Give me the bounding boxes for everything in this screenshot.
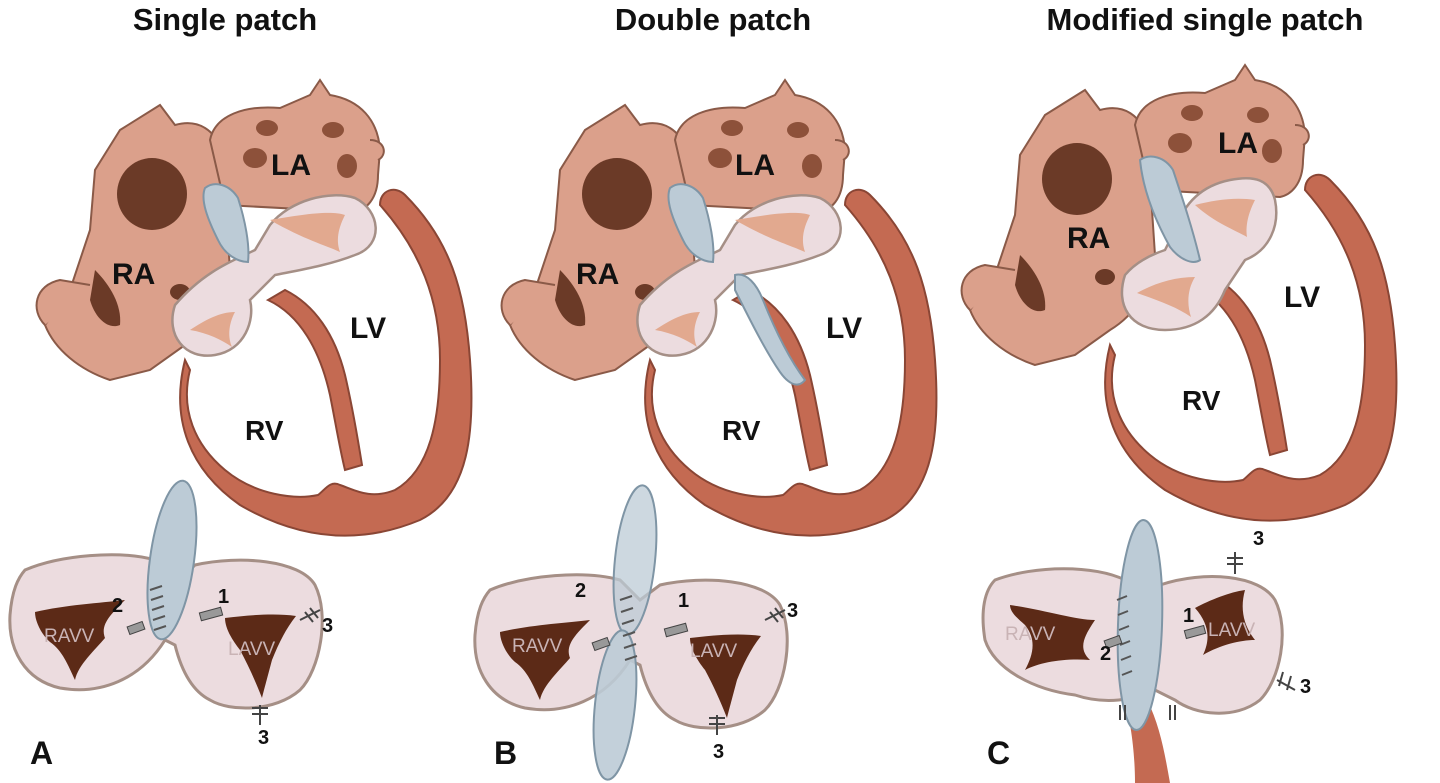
patch-ellipse — [146, 479, 198, 641]
ventricular-patch — [734, 273, 807, 386]
suture-3-right: 3 — [787, 600, 798, 622]
label-rv: RV — [1182, 385, 1221, 416]
panel-b-letter: B — [494, 735, 517, 771]
heart-c — [960, 64, 1398, 522]
label-ra: RA — [1067, 222, 1110, 255]
vsd-patch — [202, 183, 250, 264]
label-lv: LV — [1284, 281, 1320, 314]
label-rv: RV — [245, 415, 284, 446]
label-ravv: RAVV — [44, 626, 95, 647]
panel-a-title: Single patch — [133, 2, 317, 37]
suture-2: 2 — [112, 595, 123, 617]
suture-1: 1 — [678, 590, 689, 612]
label-ra: RA — [112, 258, 155, 291]
suture-3-right: 3 — [322, 615, 333, 637]
label-la: LA — [1218, 127, 1258, 160]
label-la: LA — [735, 149, 775, 182]
label-lavv: LAVV — [228, 639, 276, 660]
label-ravv: RAVV — [1005, 624, 1056, 645]
suture-1: 1 — [1183, 605, 1194, 627]
label-lavv: LAVV — [690, 641, 738, 662]
panel-c: Modified single patch LA RA LV RV RAVV — [960, 2, 1398, 783]
heart-b — [500, 79, 938, 537]
suture-1: 1 — [218, 586, 229, 608]
left-leaflet — [270, 212, 345, 252]
panel-c-title: Modified single patch — [1047, 2, 1364, 37]
suture-3-top: 3 — [1253, 528, 1264, 550]
suture-2: 2 — [575, 580, 586, 602]
panel-c-letter: C — [987, 735, 1010, 771]
label-lavv: LAVV — [1208, 620, 1256, 641]
label-la: LA — [271, 149, 311, 182]
suture-3-bottom: 3 — [713, 741, 724, 763]
panel-a: Single patch LA RA LV RV R — [8, 2, 473, 771]
panel-a-letter: A — [30, 735, 53, 771]
suture-2: 2 — [1100, 643, 1111, 665]
right-leaflet — [190, 312, 235, 347]
panel-b: Double patch LA RA LV RV RAVV — [473, 2, 938, 781]
panel-b-title: Double patch — [615, 2, 811, 37]
heart-a — [35, 79, 473, 537]
valve-view-b — [473, 484, 789, 781]
label-lv: LV — [826, 312, 862, 345]
valve-view-c — [981, 519, 1296, 783]
label-ra: RA — [576, 258, 619, 291]
label-lv: LV — [350, 312, 386, 345]
label-ravv: RAVV — [512, 636, 563, 657]
suture-3-right: 3 — [1300, 676, 1311, 698]
label-rv: RV — [722, 415, 761, 446]
valve-view-a — [8, 479, 324, 725]
suture-3-bottom: 3 — [258, 727, 269, 749]
